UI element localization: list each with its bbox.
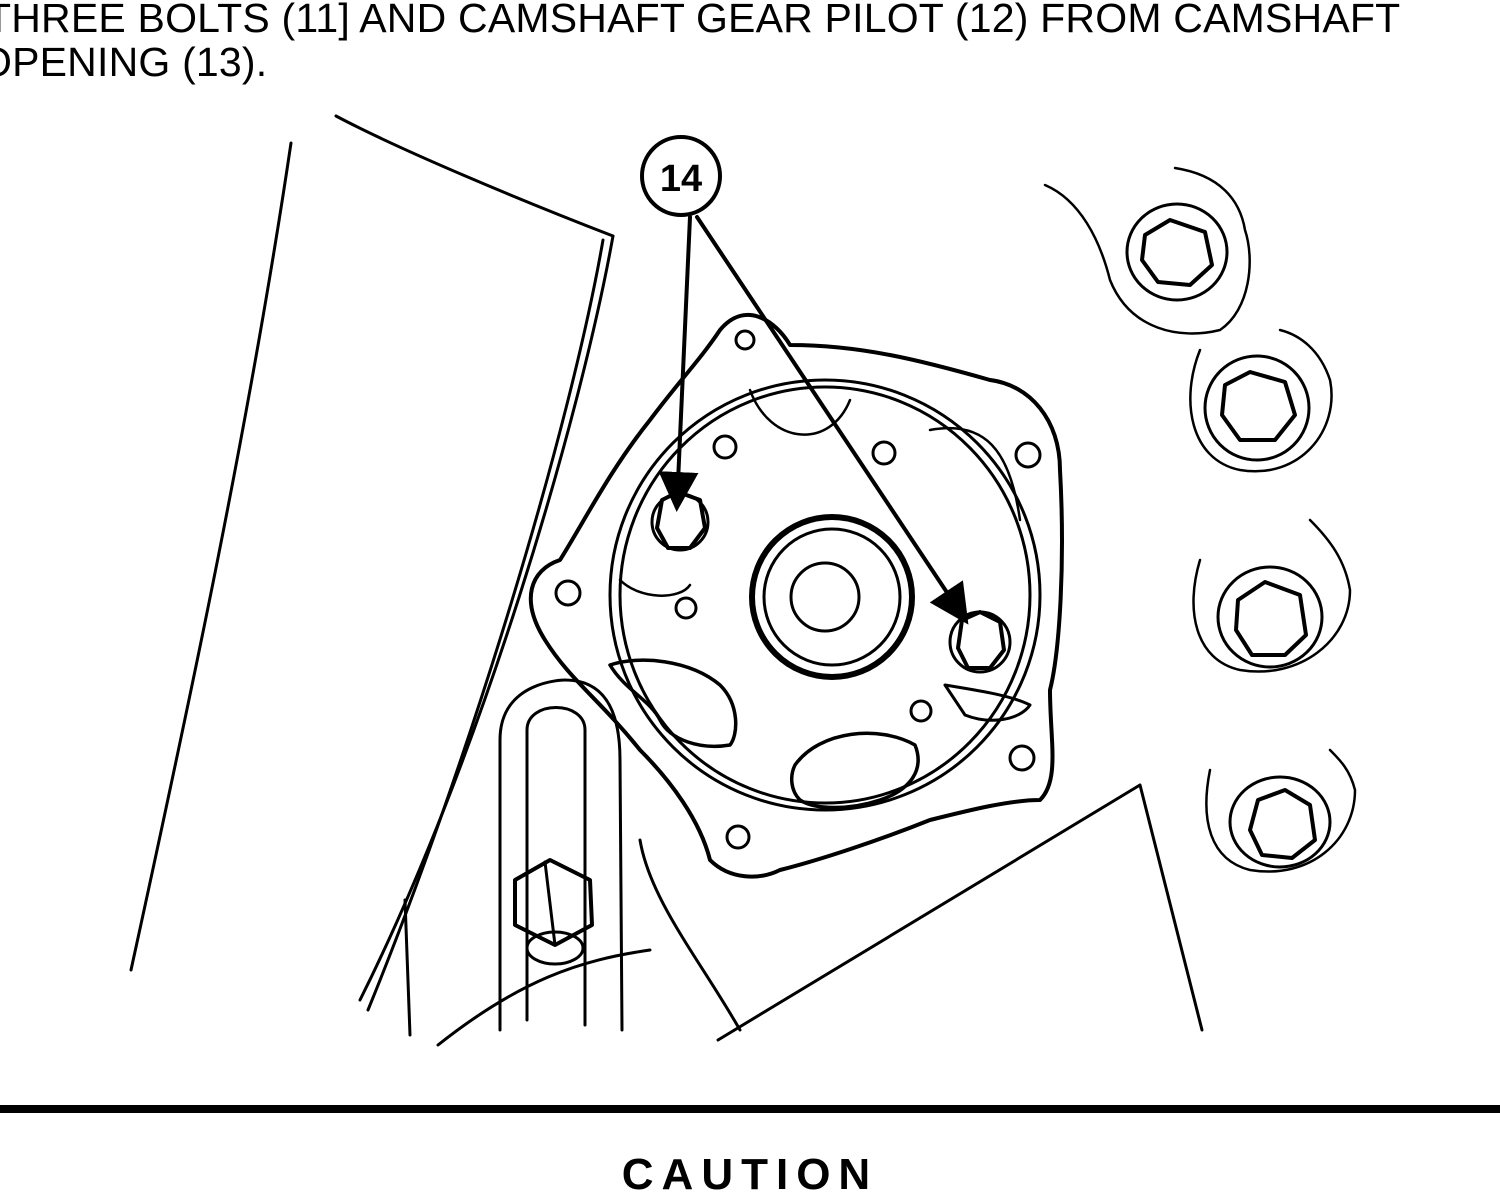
procedure-text-line-1: THREE BOLTS (11] AND CAMSHAFT GEAR PILOT… — [0, 0, 1401, 41]
section-divider — [0, 1105, 1500, 1113]
right-side-bolts — [1043, 166, 1357, 873]
callout-number: 14 — [660, 158, 702, 200]
engine-block-outline — [129, 114, 615, 1037]
lower-plate-lines — [436, 783, 1204, 1047]
pilot-plate — [608, 378, 1042, 812]
camshaft-gear-pilot-illustration: 14 — [129, 114, 1357, 1047]
caution-heading: CAUTION — [621, 1150, 879, 1199]
pilot-flange-outline — [528, 312, 1064, 879]
right-bolt-3 — [1192, 518, 1352, 673]
bolt-holes — [554, 329, 1042, 850]
pilot-bolt-lower — [948, 610, 1012, 674]
camshaft-hub — [749, 514, 915, 680]
right-bolt-4 — [1205, 748, 1357, 873]
procedure-text-line-2: OPENING (13). — [0, 39, 268, 85]
pilot-bolt-upper — [650, 490, 710, 552]
right-bolt-2 — [1189, 328, 1333, 473]
bracket-bolt — [513, 858, 594, 966]
callout-14: 14 — [640, 135, 969, 625]
right-bolt-1 — [1043, 166, 1251, 335]
gasket-residue — [608, 658, 1032, 810]
callout-arrow-upper-bolt — [658, 215, 699, 512]
callout-arrow-lower-bolt — [695, 215, 969, 625]
slotted-bracket — [498, 678, 624, 1032]
